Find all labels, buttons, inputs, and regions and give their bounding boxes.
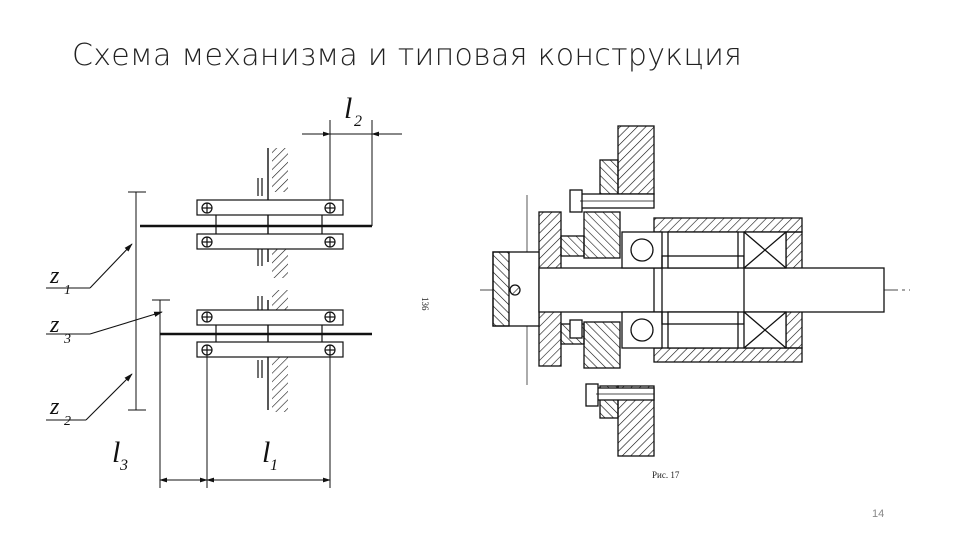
label-z3: z	[49, 312, 60, 338]
side-page-number: 136	[420, 297, 430, 311]
label-l1: l	[262, 436, 270, 469]
dimension-lines	[128, 120, 402, 488]
label-z3-sub: 3	[63, 332, 71, 347]
frame-hatch-top	[257, 148, 288, 278]
gear-pair-upper	[140, 199, 372, 250]
label-l2-sub: 2	[354, 113, 362, 130]
gear-pair-lower	[160, 309, 372, 358]
figure-caption: Рис. 17	[652, 470, 680, 480]
page-number: 14	[872, 508, 885, 520]
slide-title: Схема механизма и типовая конструкция	[72, 38, 743, 73]
label-z1: z	[49, 263, 60, 289]
label-z2: z	[49, 394, 60, 420]
label-z1-sub: 1	[64, 283, 71, 298]
label-z2-sub: 2	[64, 414, 71, 429]
label-l3-sub: 3	[119, 457, 128, 474]
leader-lines	[46, 243, 163, 421]
scheme-labels: z 1 z 3 z 2 l 2 l 3 l 1	[49, 92, 362, 474]
mechanism-scheme	[46, 120, 402, 488]
label-l3: l	[112, 436, 120, 469]
assembly-drawing	[480, 125, 910, 457]
label-l2: l	[344, 92, 352, 125]
label-l1-sub: 1	[270, 457, 278, 474]
